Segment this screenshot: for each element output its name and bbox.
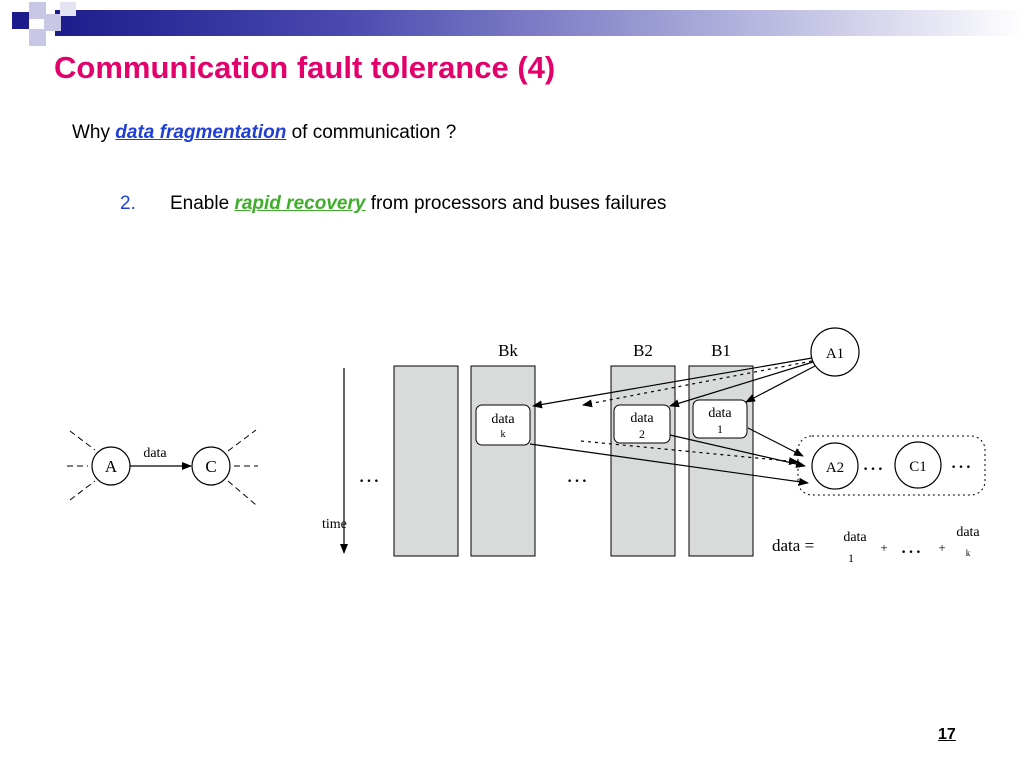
arrow-a1-fragment-2 bbox=[669, 361, 814, 408]
node-a-rays bbox=[67, 430, 96, 501]
equation-term1: data bbox=[843, 530, 867, 545]
fragment-k bbox=[475, 404, 531, 446]
question-highlight: data fragmentation bbox=[115, 122, 287, 143]
point-prefix: Enable bbox=[170, 193, 235, 214]
node-a1-label: A1 bbox=[826, 346, 844, 362]
header-square-3 bbox=[44, 14, 61, 31]
node-c-label: C bbox=[205, 457, 216, 476]
bus-b2 bbox=[610, 365, 676, 557]
fragment-k-sub: k bbox=[501, 429, 506, 440]
equation-termk: data bbox=[956, 525, 980, 540]
node-a1-circle bbox=[810, 327, 860, 377]
fragment-2 bbox=[613, 404, 671, 444]
bus-bk bbox=[470, 365, 536, 557]
edge-label: data bbox=[143, 446, 167, 461]
fragment-2-sub: 2 bbox=[639, 427, 645, 441]
header-square-4 bbox=[29, 29, 46, 46]
arrow-a1-fragment-1 bbox=[745, 365, 816, 403]
arrow-fragment-k-a2 bbox=[529, 443, 809, 486]
node-c-rays bbox=[227, 429, 258, 506]
bus-unlabeled bbox=[393, 365, 459, 557]
time-label: time bbox=[322, 517, 347, 532]
right-diagram: time … Bk B2 B1 … data k data 2 data 1 A… bbox=[322, 327, 986, 565]
arrow-a1-fragment-k bbox=[532, 357, 813, 409]
question-suffix: of communication ? bbox=[286, 122, 457, 143]
left-diagram: A data C bbox=[67, 429, 258, 506]
equation-term1-sub: 1 bbox=[848, 551, 854, 565]
header-square-5 bbox=[60, 2, 76, 16]
point-number: 2. bbox=[120, 193, 136, 214]
ellipsis-group-2: … bbox=[950, 448, 972, 473]
question-line: Why data fragmentation of communication … bbox=[72, 122, 456, 144]
page-title: Communication fault tolerance (4) bbox=[54, 50, 556, 85]
equation-ellipsis: … bbox=[900, 533, 922, 558]
fragment-1-label: data bbox=[708, 406, 732, 421]
equation-plus-1: + bbox=[880, 540, 887, 555]
ellipsis-middle: … bbox=[566, 462, 588, 487]
ellipsis-group-1: … bbox=[862, 450, 884, 475]
page-number: 17 bbox=[938, 726, 956, 743]
equation-termk-sub: k bbox=[966, 548, 971, 558]
arrow-fragment-2-a2 bbox=[669, 434, 806, 468]
question-prefix: Why bbox=[72, 122, 116, 143]
bus-b2-label: B2 bbox=[633, 341, 653, 360]
fragment-2-label: data bbox=[630, 411, 654, 426]
fragment-k-label: data bbox=[491, 412, 515, 427]
node-c-circle bbox=[191, 446, 231, 486]
arrow-bus-a2-dotted bbox=[580, 440, 799, 466]
bus-bk-label: Bk bbox=[498, 341, 518, 360]
point-highlight: rapid recovery bbox=[234, 193, 366, 214]
node-a2-label: A2 bbox=[826, 460, 844, 476]
node-c1-circle bbox=[894, 441, 942, 489]
fragment-1-sub: 1 bbox=[717, 422, 723, 436]
fragment-1 bbox=[692, 399, 748, 439]
header-square-1 bbox=[12, 12, 29, 29]
ellipsis-left: … bbox=[358, 462, 380, 487]
point-suffix: from processors and buses failures bbox=[365, 193, 667, 214]
node-c1-label: C1 bbox=[909, 459, 927, 475]
point-line: 2. Enable rapid recovery from processors … bbox=[120, 193, 666, 215]
node-a2-circle bbox=[811, 442, 859, 490]
bus-b1 bbox=[688, 365, 754, 557]
bus-b1-label: B1 bbox=[711, 341, 731, 360]
header-bar bbox=[55, 10, 1024, 36]
equation-plus-2: + bbox=[938, 540, 945, 555]
equation-lhs: data = bbox=[772, 536, 814, 555]
arrow-fragment-1-a2 bbox=[747, 427, 804, 457]
header-square-2 bbox=[29, 2, 46, 19]
node-a-label: A bbox=[105, 457, 118, 476]
